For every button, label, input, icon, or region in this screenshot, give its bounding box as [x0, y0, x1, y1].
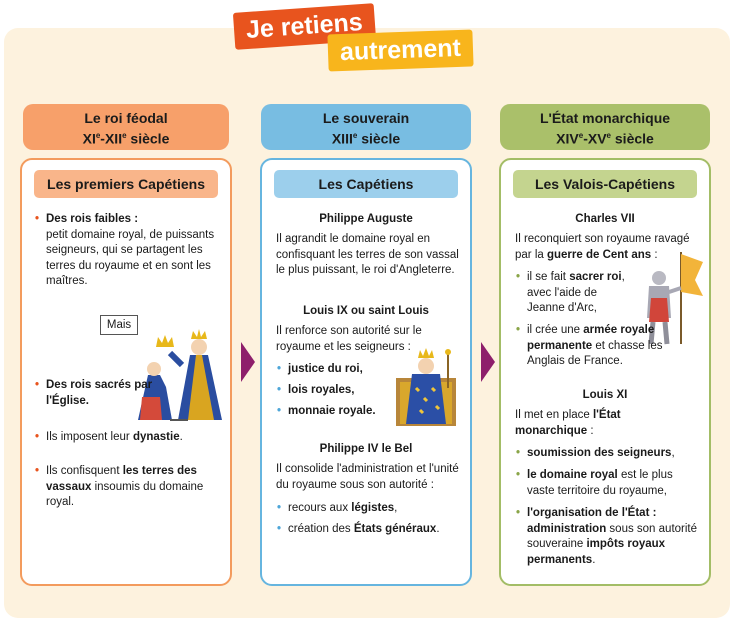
- column-feudal: Les premiers Capétiens Des rois faibles …: [20, 158, 232, 586]
- header-title: Le roi féodal: [84, 110, 168, 126]
- column-header-sovereign: Le souverain XIIIe siècle: [261, 104, 471, 150]
- king-name-philippe-iv: Philippe IV le Bel: [319, 443, 413, 455]
- king-text-louis-ix: Il renforce son autorité sur le royaume …: [276, 325, 422, 353]
- column-header-monarchic: L'État monarchique XIVe-XVe siècle: [500, 104, 710, 150]
- header-century: XIVe-XVe siècle: [556, 130, 654, 147]
- list-item-laws: lois royales,: [277, 383, 355, 399]
- bullet-sacred-kings: Des rois sacrés par l'Église.: [35, 378, 166, 409]
- king-text-louis-xi: Il met en place l'État monarchique :: [515, 409, 621, 437]
- list-item-armee: il crée une armée royale permanente et c…: [516, 323, 695, 370]
- bullet-confiscate: Ils confisquent les terres des vassaux i…: [35, 464, 216, 511]
- list-item-justice: justice du roi,: [277, 362, 363, 378]
- header-century: XIIIe siècle: [331, 130, 401, 147]
- king-name-louis-xi: Louis XI: [582, 389, 628, 401]
- list-item-currency: monnaie royale.: [277, 404, 376, 420]
- king-name-louis-ix: Louis IX ou saint Louis: [303, 305, 429, 317]
- king-text-philippe-auguste: Il agrandit le domaine royal en confisqu…: [276, 233, 459, 276]
- column-sovereign: Les Capétiens Philippe Auguste Il agrand…: [260, 158, 472, 586]
- subheader: Les premiers Capétiens: [34, 170, 218, 198]
- list-item-domaine: le domaine royal est le plus vaste terri…: [516, 468, 699, 499]
- king-text-charles-vii: Il reconquiert son royaume ravagé par la…: [515, 233, 690, 261]
- list-item-seigneurs: soumission des seigneurs,: [516, 446, 707, 462]
- king-name-charles-vii: Charles VII: [575, 213, 635, 225]
- king-text-philippe-iv: Il consolide l'administration et l'unité…: [276, 463, 459, 491]
- header-title: L'État monarchique: [539, 110, 671, 126]
- arrow-right-icon: [241, 342, 255, 382]
- title-tag-2: autrement: [327, 29, 474, 72]
- header-century: XIe-XIIe siècle: [82, 130, 170, 147]
- bullet-weak-kings: Des rois faibles : petit domaine royal, …: [35, 212, 226, 290]
- mais-label: Mais: [100, 315, 138, 335]
- king-name-philippe-auguste: Philippe Auguste: [319, 213, 413, 225]
- subheader: Les Capétiens: [274, 170, 458, 198]
- arrow-right-icon: [481, 342, 495, 382]
- coronation-illustration-icon: [138, 329, 222, 421]
- subheader: Les Valois-Capétiens: [513, 170, 697, 198]
- list-item-sacre: il se fait sacrer roi, avec l'aide de Je…: [516, 270, 627, 317]
- bullet-dynasty: Ils imposent leur dynastie.: [35, 430, 226, 446]
- list-item-etats-generaux: création des États généraux.: [277, 522, 439, 538]
- column-monarchic: Les Valois-Capétiens Charles VII Il reco…: [499, 158, 711, 586]
- list-item-legistes: recours aux légistes,: [277, 501, 397, 517]
- list-item-organisation: l'organisation de l'État : administratio…: [516, 506, 699, 568]
- header-title: Le souverain: [322, 110, 410, 126]
- column-header-feudal: Le roi féodal XIe-XIIe siècle: [23, 104, 229, 150]
- enthroned-king-illustration-icon: [396, 348, 456, 426]
